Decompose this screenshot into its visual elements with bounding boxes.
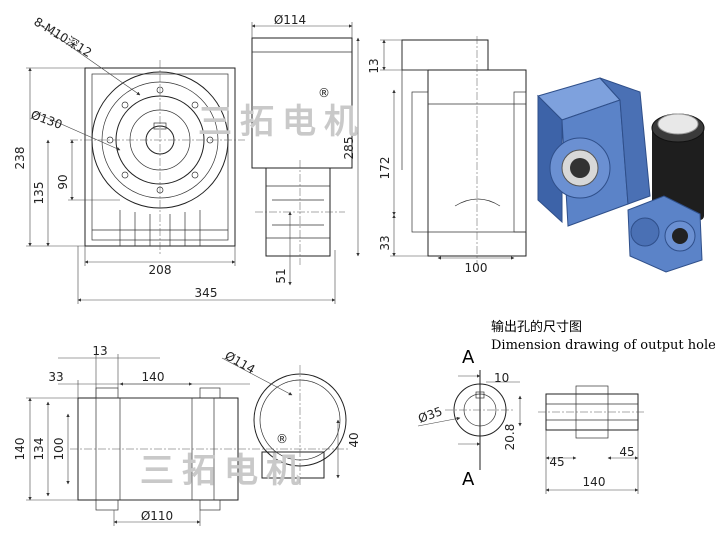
side-dim-172-label: 172 <box>378 157 392 180</box>
output-hole-title-en: Dimension drawing of output holes <box>491 338 715 353</box>
hole-dim-20-8-label: 20.8 <box>503 424 517 451</box>
gearmotor-3d-render <box>537 77 705 273</box>
top-view: 13 33 140 Ø114 140 134 100 Ø110 40 <box>13 344 361 526</box>
dim-345-label: 345 <box>195 286 218 300</box>
dim-238-label: 238 <box>13 147 27 170</box>
top-dim-140-label: 140 <box>142 370 165 384</box>
watermark-registered-upper: ® <box>318 86 330 100</box>
dim-208-label: 208 <box>149 263 172 277</box>
watermark-text-upper: 三拓电机 <box>198 102 366 142</box>
dim-90-label: 90 <box>56 174 70 189</box>
section-a-bottom-label: A <box>462 469 475 490</box>
output-hole-title-cn: 输出孔的尺寸图 <box>491 319 582 335</box>
output-hole-detail: 输出孔的尺寸图 Dimension drawing of output hole… <box>416 319 715 494</box>
watermark-upper: 三拓电机 ® <box>198 86 366 142</box>
hole-dim-10-label: 10 <box>494 371 509 385</box>
watermark-lower: 三拓电机 ® <box>140 432 308 491</box>
thread-note-label: 8-M10深12 <box>31 15 94 60</box>
hole-dim-45-left-label: 45 <box>549 455 564 469</box>
watermark-registered-lower: ® <box>276 432 288 446</box>
hole-dim-140-label: 140 <box>583 475 606 489</box>
side-view: 13 172 33 100 <box>367 36 527 275</box>
dim-dia130-label: Ø130 <box>29 108 64 132</box>
side-dim-33-label: 33 <box>378 235 392 250</box>
side-dim-100-label: 100 <box>465 261 488 275</box>
front-view: 8-M10深12 Ø130 238 135 90 208 345 <box>13 15 336 304</box>
watermark-text-lower: 三拓电机 <box>140 451 308 491</box>
hole-dim-45-right-label: 45 <box>619 445 634 459</box>
dim-51-label: 51 <box>274 268 288 283</box>
top-dim-dia110-label: Ø110 <box>141 509 173 523</box>
motor-view: Ø114 285 51 <box>251 13 360 286</box>
top-dim-13-label: 13 <box>92 344 107 358</box>
top-dim-40-label: 40 <box>347 432 361 447</box>
side-dim-13-label: 13 <box>367 58 381 73</box>
top-dim-140-left-label: 140 <box>13 438 27 461</box>
top-dim-33-label: 33 <box>48 370 63 384</box>
hole-dim-dia35-label: Ø35 <box>416 404 444 426</box>
dim-285-label: 285 <box>342 137 356 160</box>
top-dim-100-label: 100 <box>52 438 66 461</box>
dim-135-label: 135 <box>32 182 46 205</box>
housing-ribs <box>92 210 228 246</box>
top-dim-dia114-label: Ø114 <box>223 348 258 376</box>
dim-dia114-top-label: Ø114 <box>274 13 306 27</box>
top-dim-134-label: 134 <box>32 438 46 461</box>
section-a-top-label: A <box>462 347 475 368</box>
